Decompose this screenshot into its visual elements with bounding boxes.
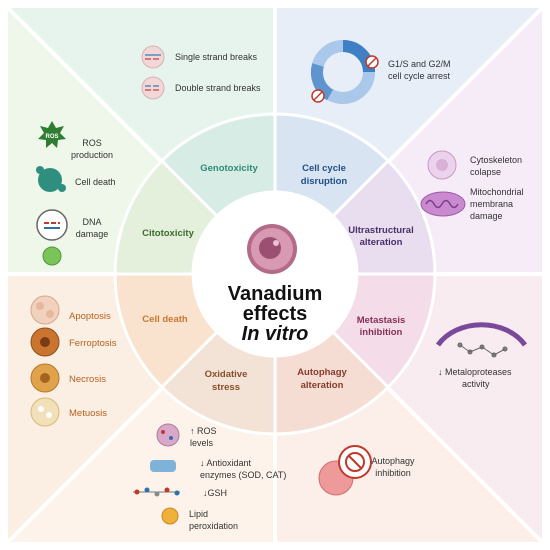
segment-label-ultrastructural-1: Ultrastructural [348, 225, 413, 236]
necrosis-label: Necrosis [69, 374, 106, 385]
ferroptosis-label: Ferroptosis [69, 338, 117, 349]
single-strand-label: Single strand breaks [175, 52, 258, 62]
tumor-cell-icon [247, 224, 297, 274]
segment-label-autophagy-2: alteration [301, 380, 344, 391]
lipid-icon [161, 507, 179, 525]
autophagy-label-2: inhibition [375, 468, 411, 478]
double-strand-break-icon [141, 76, 165, 100]
effects-ring [113, 112, 437, 436]
ros-production-label-1: ROS [82, 138, 102, 148]
cell-cycle-panel: G1/S and G2/M cell cycle arrest [310, 40, 451, 104]
apoptosis-icon [30, 295, 60, 325]
gsh-molecule-icon [133, 487, 180, 497]
metastasis-panel: ↓ Metaloproteases activity [435, 322, 528, 389]
segment-label-autophagy-1: Autophagy [297, 367, 347, 378]
cell-cycle-label-1: G1/S and G2/M [388, 59, 451, 69]
ros-levels-label-2: levels [190, 438, 214, 448]
ros-production-label-2: production [71, 150, 113, 160]
antioxidant-label-2: enzymes (SOD, CAT) [200, 470, 286, 480]
antioxidant-enzyme-icon [150, 460, 176, 472]
metuosis-icon [30, 397, 60, 427]
segment-label-oxidative-2: stress [212, 382, 240, 393]
dna-damage-label-2: damage [76, 229, 109, 239]
cytoskeleton-label-1: Cytoskeleton [470, 155, 522, 165]
cytoskeleton-label-2: colapse [470, 167, 501, 177]
center-title-line3: In vitro [242, 323, 309, 345]
ultrastructural-panel: Cytoskeleton colapse Mitochondrial membr… [420, 150, 524, 221]
cell-death-label: Cell death [75, 177, 116, 187]
ros-burst-icon [38, 121, 66, 148]
cell-cycle-label-2: cell cycle arrest [388, 71, 451, 81]
citotoxicity-panel: ROS ROS production Cell death DNA damage [36, 121, 116, 266]
membrane-icon [435, 322, 528, 347]
mitochondria-icon [420, 191, 466, 217]
mito-label-1: Mitochondrial [470, 187, 524, 197]
segment-label-genotoxicity: Genotoxicity [200, 163, 258, 174]
ros-badge: ROS [45, 134, 58, 140]
segment-label-oxidative-1: Oxidative [205, 369, 248, 380]
segment-label-ultrastructural-2: alteration [360, 237, 403, 248]
antioxidant-label-1: ↓ Antioxidant [200, 458, 252, 468]
dead-cell-icon [38, 168, 62, 192]
gsh-label: ↓GSH [203, 488, 227, 498]
autophagy-panel: Autophagy inhibition [318, 445, 415, 496]
green-cell-icon [42, 246, 62, 266]
metuosis-label: Metuosis [69, 408, 107, 419]
metalloproteases-label-1: ↓ Metaloproteases [438, 367, 512, 377]
dna-damage-label-1: DNA [82, 217, 101, 227]
metalloproteases-label-2: activity [462, 379, 490, 389]
genotoxicity-panel: Single strand breaks Double strand break… [141, 45, 261, 100]
mito-label-3: damage [470, 211, 503, 221]
ros-levels-label-1: ↑ ROS [190, 426, 217, 436]
mito-label-2: membrana [470, 199, 513, 209]
oxidative-panel: ↑ ROS levels ↓ Antioxidant enzymes (SOD,… [133, 423, 286, 531]
segment-label-cell-cycle-1: Cell cycle [302, 163, 346, 174]
segment-label-cell-death: Cell death [142, 314, 188, 325]
single-strand-break-icon [141, 45, 165, 69]
segment-label-metastasis-1: Metastasis [357, 315, 406, 326]
center-title-line1: Vanadium [228, 283, 322, 305]
autophagy-label-1: Autophagy [371, 456, 415, 466]
segment-label-citotoxicity: Citotoxicity [142, 228, 194, 239]
center-circle [193, 192, 357, 356]
lipid-label-2: peroxidation [189, 521, 238, 531]
segment-label-cell-cycle-2: disruption [301, 176, 348, 187]
lipid-label-1: Lipid [189, 509, 208, 519]
ros-cell-icon [156, 423, 180, 447]
cell-death-panel: Apoptosis Ferroptosis Necrosis Metuosis [30, 295, 117, 427]
apoptosis-label: Apoptosis [69, 311, 111, 322]
segment-label-metastasis-2: inhibition [360, 327, 403, 338]
double-strand-label: Double strand breaks [175, 83, 261, 93]
center-title-line2: effects [243, 303, 307, 325]
dna-damage-icon [36, 209, 68, 241]
